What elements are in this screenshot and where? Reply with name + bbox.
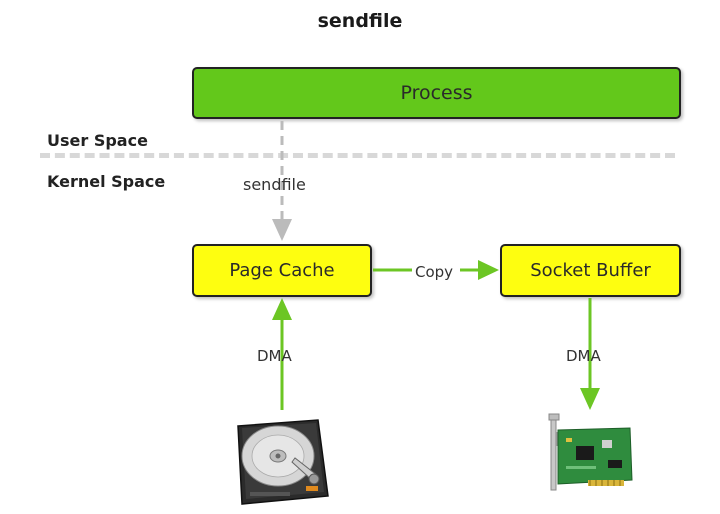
network-card-icon [548, 413, 633, 491]
process-box: Process [192, 67, 681, 119]
sendfile-edge-label: sendfile [243, 175, 306, 194]
page-cache-label: Page Cache [229, 260, 335, 281]
dma-in-edge-label: DMA [257, 347, 292, 365]
copy-arrow [373, 260, 499, 280]
dma-out-arrow [580, 298, 600, 410]
socket-buffer-label: Socket Buffer [530, 260, 651, 281]
user-kernel-divider [40, 153, 675, 158]
diagram-title: sendfile [317, 10, 403, 32]
user-space-label: User Space [47, 131, 148, 150]
process-label: Process [400, 82, 473, 104]
sendfile-arrow [272, 121, 292, 241]
hard-disk-icon [237, 419, 329, 505]
copy-edge-label: Copy [415, 263, 454, 281]
socket-buffer-box: Socket Buffer [500, 244, 681, 297]
page-cache-box: Page Cache [192, 244, 372, 297]
dma-out-edge-label: DMA [566, 347, 601, 365]
kernel-space-label: Kernel Space [47, 172, 166, 191]
dma-in-arrow [272, 298, 292, 410]
